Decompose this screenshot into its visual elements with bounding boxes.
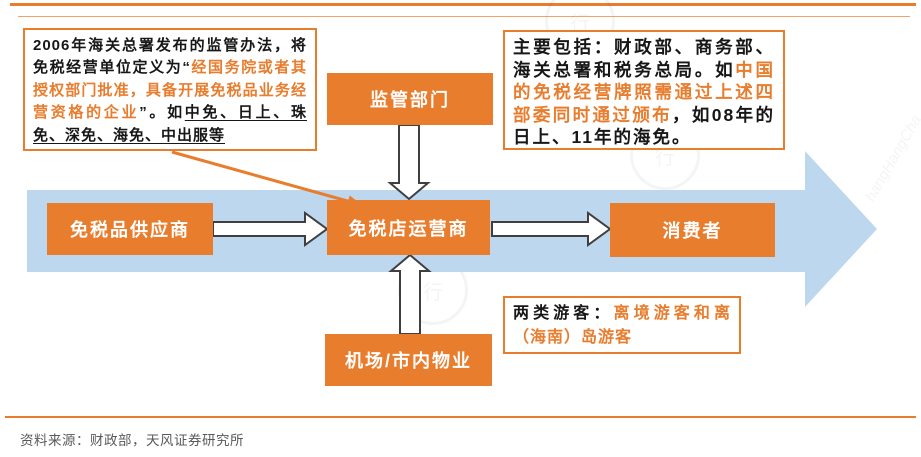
arrow-property-to-operator <box>388 253 432 335</box>
arrow-supplier-to-operator <box>212 211 329 247</box>
arrow-regulator-to-operator <box>387 124 431 201</box>
top-thick-rule <box>10 3 916 6</box>
callout-regulators-text: 主要包括：财政部、商务部、海关总署和税务总局。如中国的免税经营牌照需通过上述四部… <box>513 36 775 149</box>
pointer-definition-to-operator <box>171 150 352 204</box>
regulators-black-segment: 主要包括：财政部、商务部、海关总署和税务总局。如 <box>513 37 775 80</box>
callout-regulators: 主要包括：财政部、商务部、海关总署和税务总局。如中国的免税经营牌照需通过上述四部… <box>503 30 785 150</box>
node-property: 机场/市内物业 <box>325 334 492 386</box>
node-regulator: 监管部门 <box>327 73 493 125</box>
definition-black-segment-2: ”。如 <box>139 104 185 122</box>
node-supplier: 免税品供应商 <box>47 203 213 255</box>
node-consumer: 消费者 <box>610 203 775 257</box>
bottom-rule <box>5 416 916 418</box>
callout-tourists: 两类游客：离境游客和离（海南）岛游客 <box>503 296 741 354</box>
tourists-black-segment: 两类游客： <box>513 305 614 322</box>
definition-black-segment: 2006年海关总署发布的监管办法，将免税经营单位定义为“ <box>33 37 307 77</box>
regulators-orange-segment: 中国的免税经营牌照需通过上述四部委同时通过颁布 <box>513 59 776 125</box>
tourists-orange-segment: 离境游客和离（海南）岛游客 <box>513 305 731 346</box>
callout-definition: 2006年海关总署发布的监管办法，将免税经营单位定义为“经国务院或者其授权部门批… <box>23 28 317 151</box>
top-thin-rule <box>18 16 910 17</box>
regulators-black-segment-2: ，如08年的日上、11年的海免。 <box>513 104 776 148</box>
node-operator: 免税店运营商 <box>327 200 490 255</box>
definition-orange-segment: 经国务院或者其授权部门批准，具备开展免税品业务经营资格的企业 <box>33 59 307 122</box>
arrow-operator-to-consumer <box>491 211 612 247</box>
callout-definition-text: 2006年海关总署发布的监管办法，将免税经营单位定义为“经国务院或者其授权部门批… <box>33 35 307 147</box>
callout-tourists-text: 两类游客：离境游客和离（海南）岛游客 <box>513 302 731 350</box>
source-note: 资料来源：财政部，天风证券研究所 <box>20 433 244 448</box>
definition-companies-underlined: 中免、日上、珠免、深免、海免、中出服等 <box>33 104 307 144</box>
